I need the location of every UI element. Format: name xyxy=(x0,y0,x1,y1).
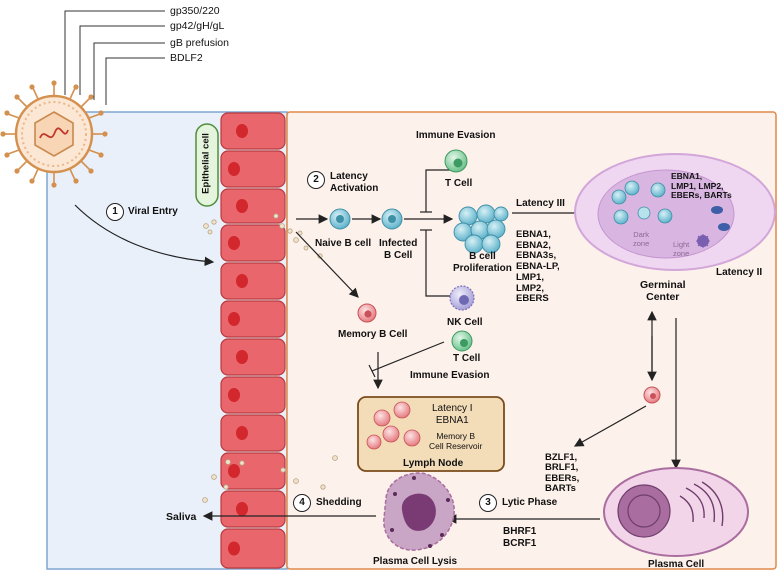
lymph-node-latency: Latency I EBNA1 xyxy=(432,403,473,426)
lymph-node-reservoir: Memory B Cell Reservoir xyxy=(429,431,483,451)
epithelial-nucleus xyxy=(228,312,240,326)
infected-b-cell-icon xyxy=(381,208,403,230)
infected-b-cell-label: Infected B Cell xyxy=(379,238,418,261)
immune-evasion-bottom-label: Immune Evasion xyxy=(410,370,490,381)
light-zone-label: Light zone xyxy=(673,240,690,258)
epithelial-cell xyxy=(220,112,286,150)
epithelial-cell xyxy=(220,490,286,528)
naive-b-cell-icon xyxy=(329,208,351,230)
latency-iii-genes: EBNA1, EBNA2, EBNA3s, EBNA-LP, LMP1, LMP… xyxy=(516,229,560,305)
t-cell-bottom-icon xyxy=(451,330,473,352)
t-cell-bottom-label: T Cell xyxy=(453,353,481,364)
epithelial-nucleus xyxy=(236,274,248,288)
epithelial-cell xyxy=(220,338,286,376)
epithelial-cell xyxy=(220,376,286,414)
nk-cell-label: NK Cell xyxy=(447,317,483,328)
plasma-cell-lysis-icon xyxy=(383,472,455,551)
germinal-center-icon xyxy=(574,153,776,271)
b-cell-proliferation-icon xyxy=(453,204,509,254)
nk-cell-icon xyxy=(449,285,475,311)
epithelial-nucleus xyxy=(236,502,248,516)
lymph-node-box xyxy=(357,396,505,472)
germinal-center-title: Germinal Center xyxy=(640,279,686,304)
memory-b-cell-icon xyxy=(357,303,377,323)
protein-bdlf2-label: BDLF2 xyxy=(170,52,203,64)
plasma-cell-lysis-label: Plasma Cell Lysis xyxy=(373,556,458,567)
lytic-genes-label: BZLF1, BRLF1, EBERs, BARTs xyxy=(545,452,580,495)
epithelial-nucleus xyxy=(236,199,248,213)
epithelial-cell xyxy=(220,414,286,452)
lymph-node-title: Lymph Node xyxy=(403,458,464,469)
epithelial-cell xyxy=(220,528,286,569)
epithelial-cell xyxy=(220,300,286,338)
epithelial-nucleus xyxy=(228,162,240,176)
epithelial-cell-label: Epithelial cell xyxy=(200,133,212,194)
lysis-genes-label: BHRF1 BCRF1 xyxy=(503,526,537,549)
saliva-label: Saliva xyxy=(166,511,197,523)
naive-b-cell-label: Naive B cell xyxy=(315,238,372,249)
viral-entry-arrow xyxy=(74,204,215,267)
t-cell-top-label: T Cell xyxy=(445,178,473,189)
epithelial-cell-label-pill xyxy=(195,123,219,207)
memory-cell-gc-icon xyxy=(643,386,661,404)
protein-gp42-label: gp42/gH/gL xyxy=(170,20,225,32)
epithelial-nucleus xyxy=(228,236,240,250)
epithelial-nucleus xyxy=(228,388,240,402)
plasma-cell-icon xyxy=(603,467,749,557)
epithelial-nucleus xyxy=(228,541,240,556)
protein-gb-label: gB prefusion xyxy=(170,37,229,49)
epithelial-nucleus xyxy=(228,464,240,478)
t-cell-top-icon xyxy=(444,149,468,173)
epithelial-nucleus xyxy=(236,426,248,440)
step-3-badge: 3 xyxy=(479,494,497,512)
step-2-badge: 2 xyxy=(307,171,325,189)
latency-activation-label: Latency Activation xyxy=(330,171,379,194)
epithelial-cell xyxy=(220,262,286,300)
epithelial-nucleus xyxy=(236,350,248,364)
epithelial-cell xyxy=(220,224,286,262)
epithelial-cell xyxy=(220,188,286,224)
viral-entry-label: Viral Entry xyxy=(128,206,178,217)
virus-particles xyxy=(202,213,338,503)
protein-leader-lines xyxy=(64,10,165,105)
arrow-memory-to-plasma xyxy=(573,405,647,447)
dark-zone-label: Dark zone xyxy=(633,230,650,248)
ebv-virion-icon xyxy=(0,80,108,188)
germinal-center-genes: EBNA1, LMP1, LMP2, EBERs, BARTs xyxy=(671,171,732,201)
shedding-label: Shedding xyxy=(316,497,362,508)
immune-evasion-top-label: Immune Evasion xyxy=(416,130,496,141)
lymph-node-memory-cells-icon xyxy=(366,401,421,450)
step-1-badge: 1 xyxy=(106,203,124,221)
lytic-phase-label: Lytic Phase xyxy=(502,497,558,508)
protein-gp350-label: gp350/220 xyxy=(170,5,220,17)
epithelial-cell xyxy=(220,150,286,188)
epithelial-nucleus xyxy=(236,124,248,138)
plasma-cell-label: Plasma Cell xyxy=(648,559,705,570)
latency-ii-label: Latency II xyxy=(716,267,763,278)
inhibition-lines xyxy=(368,169,454,378)
epithelial-layer xyxy=(220,112,286,569)
memory-b-cell-label: Memory B Cell xyxy=(338,329,408,340)
arrow-to-memory xyxy=(295,231,359,298)
latency-iii-title: Latency III xyxy=(516,198,565,209)
step-4-badge: 4 xyxy=(293,494,311,512)
b-cell-proliferation-label: B cell Proliferation xyxy=(453,251,512,274)
